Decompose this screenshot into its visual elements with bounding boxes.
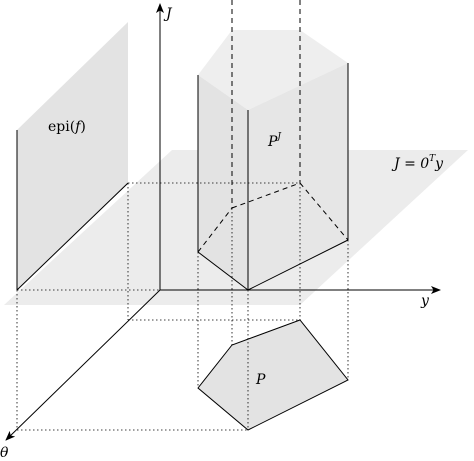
epi-base-edge <box>16 182 129 291</box>
pj-hidden-base-2 <box>231 182 301 209</box>
pj-bottom-right <box>247 239 349 291</box>
pj-hidden-base-3 <box>299 182 349 241</box>
polygon-p <box>197 319 349 431</box>
epi-label: epi(f) <box>48 119 86 135</box>
pj-hidden-base-1 <box>197 207 233 253</box>
plane-label: J = 0Ty <box>391 154 444 172</box>
pj-label: PJ <box>267 132 282 150</box>
epi-surface <box>17 22 128 290</box>
theta-axis <box>5 289 161 441</box>
theta-axis-label: θ <box>0 445 9 461</box>
j-axis-label: J <box>163 6 173 22</box>
p-label: P <box>255 372 266 388</box>
y-axis-label: y <box>420 293 430 309</box>
pj-bottom-left <box>197 251 249 291</box>
pj-top-face <box>198 30 348 110</box>
pj-right-face <box>248 63 348 290</box>
